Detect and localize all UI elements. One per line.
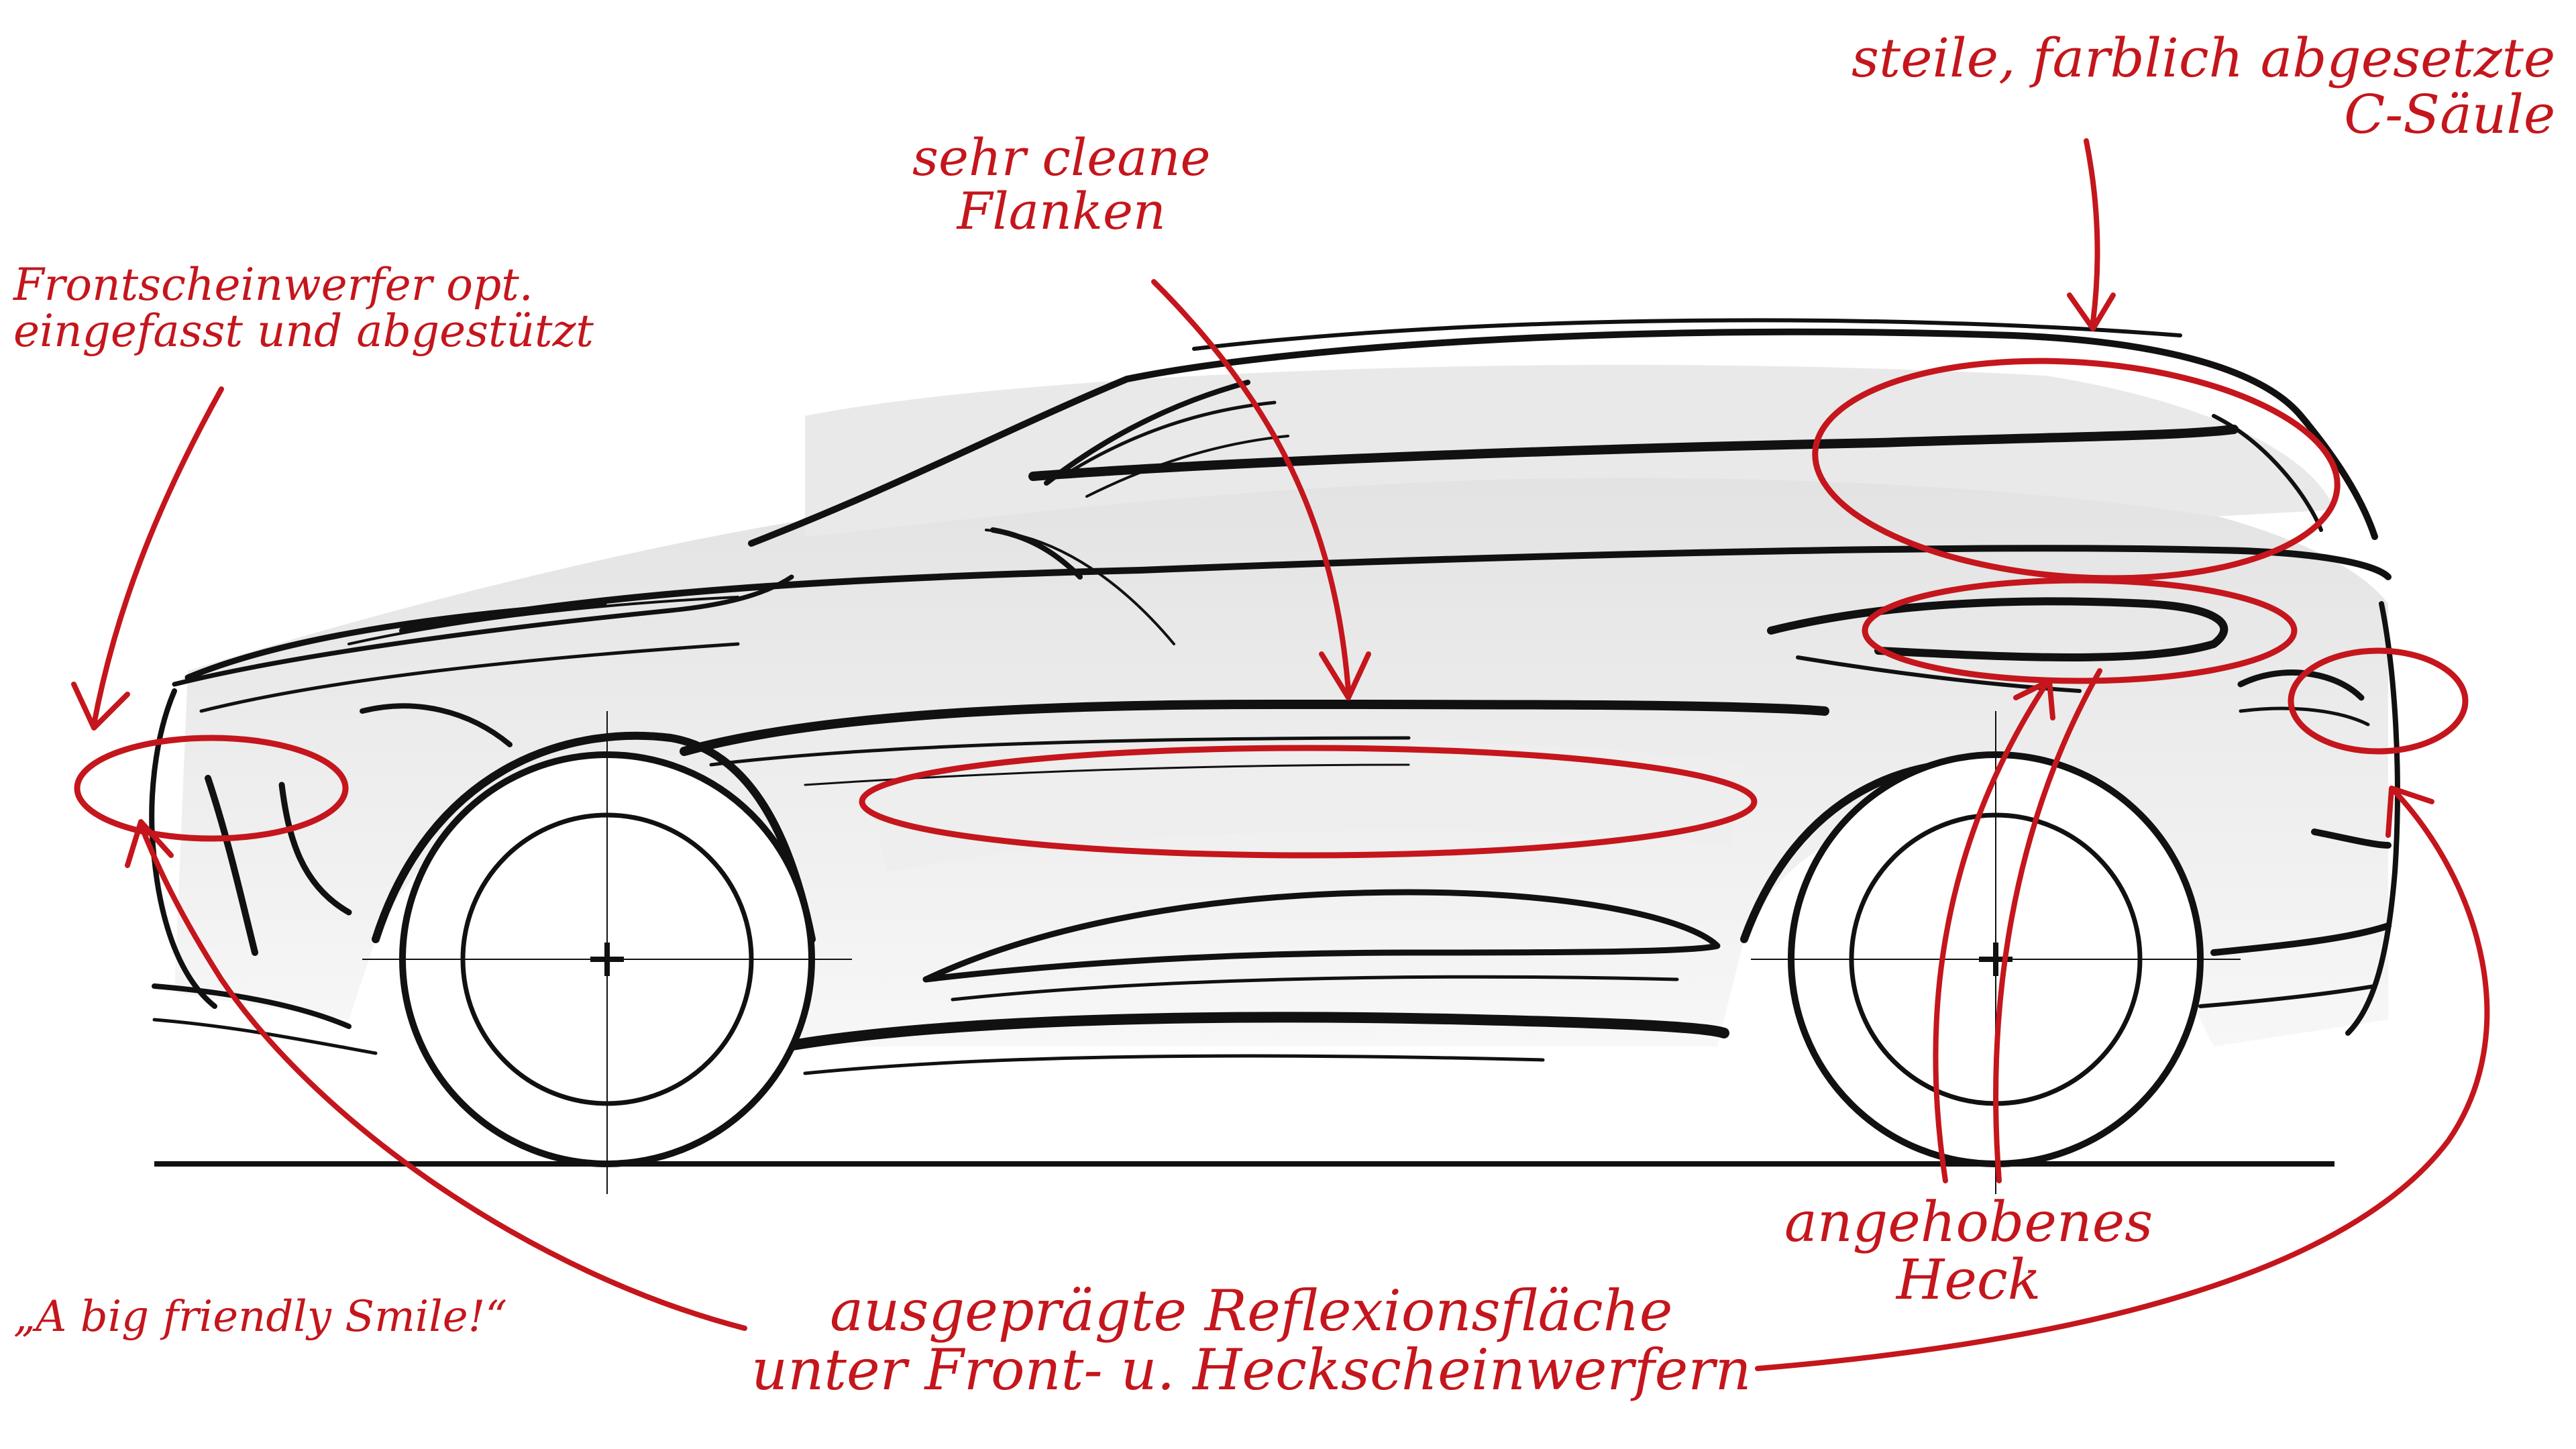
taillight-circle: [2288, 647, 2469, 755]
clean-flanks-arrow: [1151, 279, 1351, 694]
front-headlight-circle: [74, 735, 349, 842]
smile-note: „A big friendly Smile!“: [13, 1292, 508, 1342]
raised-rear-arrow-1: [1933, 682, 2049, 1183]
reflection-surface-note-line2: unter Front- u. Heckscheinwerfern: [751, 1337, 1752, 1403]
reflection-surface-note: ausgeprägte Reflexionsfläche unter Front…: [751, 1278, 1752, 1403]
c-pillar-note: steile, farblich abgesetzte C-Säule: [1851, 30, 2555, 143]
raised-rear-note-line2: Heck: [1896, 1248, 2041, 1313]
reflection-rear-arrow: [1755, 789, 2490, 1371]
reflection-front-arrow: [138, 822, 747, 1331]
clean-flanks-note-line2: Flanken: [957, 180, 1166, 241]
front-headlight-note-line1: Frontscheinwerfer opt.: [13, 259, 533, 311]
clean-flanks-note: sehr cleane Flanken: [912, 131, 1211, 238]
clean-flanks-note-line1: sehr cleane: [912, 127, 1211, 187]
rear-quarter-circle: [1862, 577, 2298, 684]
smile-note-text: „A big friendly Smile!“: [13, 1292, 508, 1342]
annotation-marks: [71, 138, 2490, 1371]
front-headlight-note: Frontscheinwerfer opt. eingefasst und ab…: [13, 262, 594, 355]
flank-circle: [859, 745, 1758, 859]
front-headlight-note-line2: eingefasst und abgestützt: [13, 305, 594, 358]
raised-rear-note-line1: angehobenes: [1784, 1191, 2153, 1254]
raised-rear-note: angehobenes Heck: [1784, 1191, 2153, 1313]
front-wheel: [362, 711, 852, 1194]
c-pillar-note-line1: steile, farblich abgesetzte: [1851, 27, 2556, 89]
body-outline: [149, 318, 2400, 1075]
c-pillar-note-line2: C-Säule: [2344, 83, 2556, 146]
c-pillar-arrow: [2084, 138, 2100, 325]
rear-wheel: [1751, 711, 2241, 1194]
reflection-surface-note-line1: ausgeprägte Reflexionsfläche: [830, 1278, 1673, 1344]
c-pillar-circle: [1812, 358, 2341, 582]
front-headlight-arrow: [91, 386, 224, 727]
raised-rear-arrow-2: [1993, 668, 2102, 1183]
